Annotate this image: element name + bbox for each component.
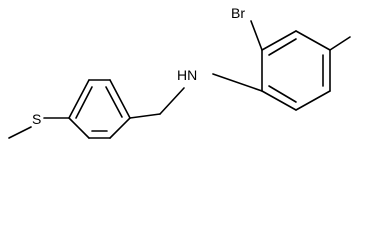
bond	[109, 117, 131, 139]
bond	[261, 90, 297, 111]
bromine-atom-label: Br	[231, 5, 245, 21]
double-bond-line	[268, 85, 297, 103]
bond	[261, 30, 297, 51]
double-bond-line	[105, 86, 123, 118]
thioanisole-ring	[68, 79, 131, 139]
bond	[68, 79, 90, 119]
chemical-structure-diagram: Br HN S	[8, 5, 351, 139]
double-bond-line	[268, 38, 297, 56]
s-methyl-bond	[8, 126, 32, 139]
methyl-bond	[329, 36, 351, 51]
bond	[295, 30, 331, 51]
bromo-bond	[250, 20, 263, 51]
double-bond-line	[75, 86, 93, 119]
amine-atom-label: HN	[177, 67, 197, 83]
ch2-aryl-bond	[129, 113, 161, 119]
aniline-ring	[261, 30, 331, 111]
nh-aryl-bond	[212, 73, 263, 92]
bond	[295, 90, 331, 111]
nh-ch2-bond	[159, 87, 185, 115]
bond	[109, 79, 131, 119]
sulfur-atom-label: S	[32, 111, 41, 127]
bond	[68, 117, 90, 139]
